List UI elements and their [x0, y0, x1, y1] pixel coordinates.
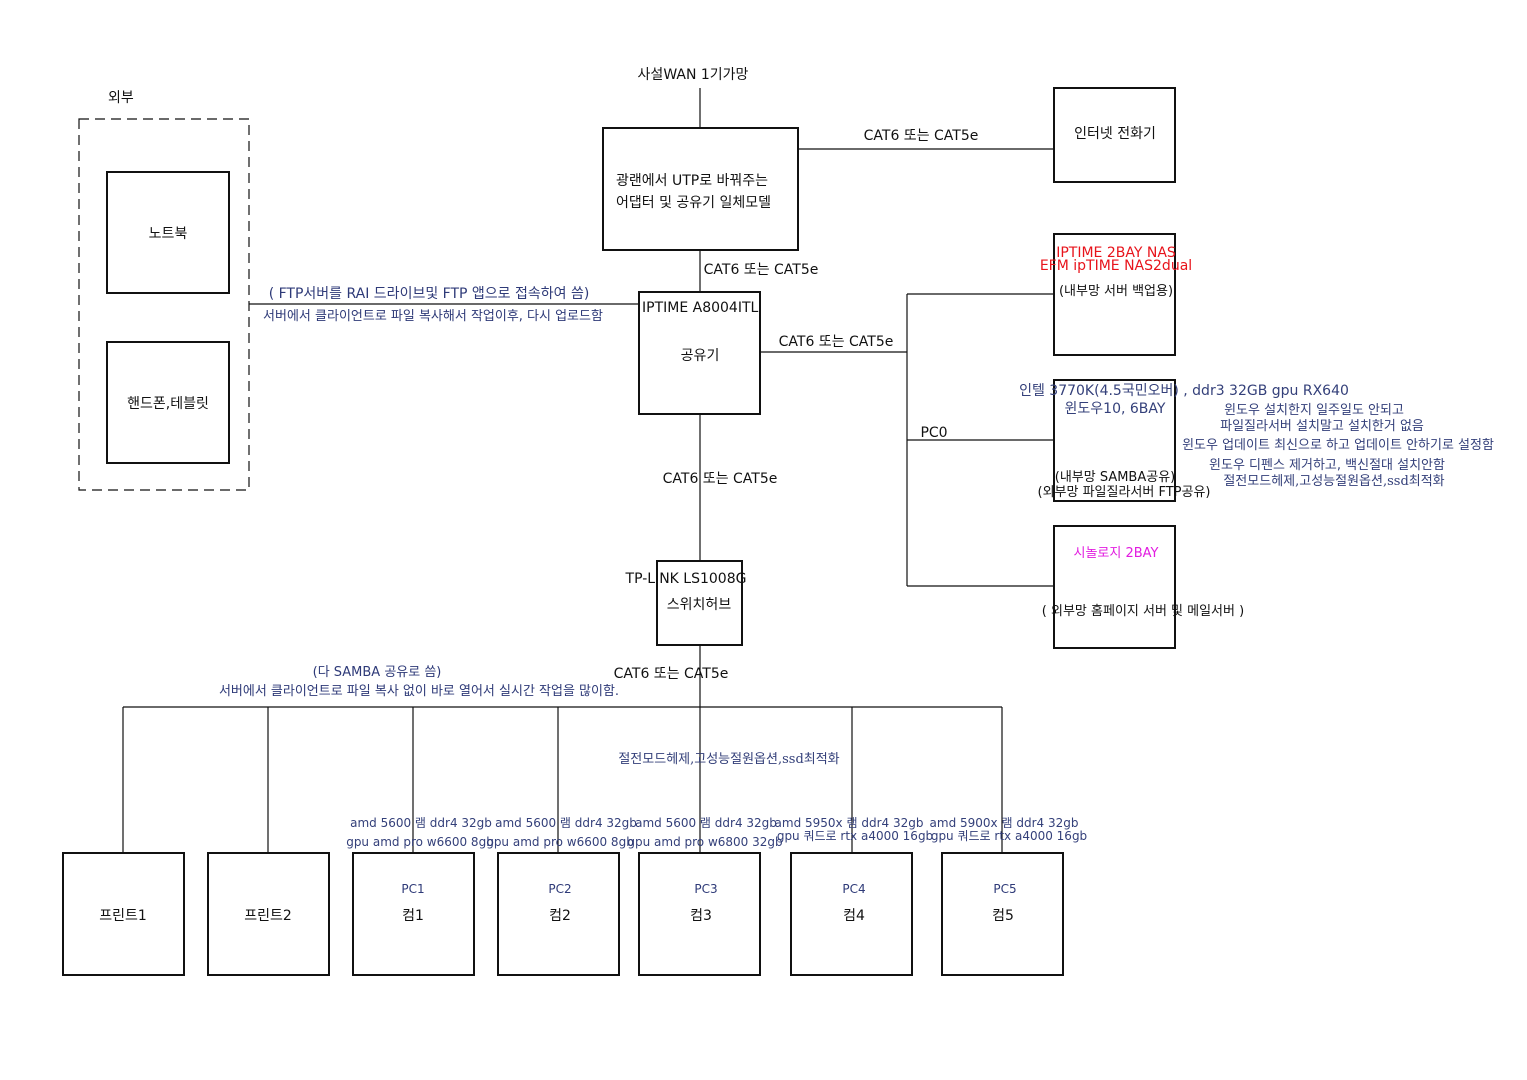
switch-label: 스위치허브: [666, 597, 732, 613]
pc3-spec-2: gpu amd pro w6800 32gb: [627, 835, 783, 849]
pc0-note-1: 윈도우 설치한지 일주일도 안되고: [1224, 403, 1404, 418]
pc1-node[interactable]: PC1 컴1: [352, 852, 475, 976]
pc0-role-1: (내부망 SAMBA공유): [1054, 470, 1176, 485]
printer1-node[interactable]: 프린트1: [62, 852, 185, 976]
pc2-spec-2: gpu amd pro w6600 8gb: [486, 835, 634, 849]
pc5-tag: PC5: [993, 882, 1017, 896]
printer2-label: 프린트2: [244, 908, 292, 924]
pc5-spec-1: amd 5900x 램 ddr4 32gb: [929, 816, 1079, 830]
pc2-tag: PC2: [548, 882, 572, 896]
pc2-node[interactable]: PC2 컴2: [497, 852, 620, 976]
modem-node[interactable]: 광랜에서 UTP로 바꿔주는 어댑터 및 공유기 일체모델: [602, 127, 799, 251]
pc0-note-3: 윈도우 업데이트 최신으로 하고 업데이트 안하기로 설정함: [1182, 438, 1494, 453]
nas1-node[interactable]: IPTIME 2BAY NAS EFM ipTIME NAS2dual (내부망…: [1040, 233, 1192, 356]
laptop-node[interactable]: 노트북: [106, 171, 230, 294]
phone-tablet-label: 핸드폰,테블릿: [127, 396, 209, 412]
router-model: IPTIME A8004ITL: [642, 300, 759, 316]
switch-bus-link-label: CAT6 또는 CAT5e: [613, 666, 729, 682]
pc4-spec-2: gpu 쿼드로 rtx a4000 16gb: [776, 829, 934, 843]
router-right-link-label: CAT6 또는 CAT5e: [778, 334, 894, 350]
internet-phone-label: 인터넷 전화기: [1074, 126, 1156, 142]
internet-phone-node[interactable]: 인터넷 전화기: [1053, 87, 1176, 183]
pc3-spec-1: amd 5600 램 ddr4 32gb: [635, 816, 777, 830]
modem-line-2: 어댑터 및 공유기 일체모델: [616, 195, 772, 211]
nas1-line-2: EFM ipTIME NAS2dual: [1039, 258, 1193, 274]
pc1-spec-1: amd 5600 램 ddr4 32gb: [350, 816, 492, 830]
nas2-node[interactable]: 시놀로지 2BAY ( 외부망 홈페이지 서버 및 메일서버 ): [1042, 525, 1244, 649]
pc0-node[interactable]: [1053, 379, 1176, 502]
external-note-2: 서버에서 클라이언트로 파일 복사해서 작업이후, 다시 업로드함: [263, 309, 603, 324]
nas2-line-2: ( 외부망 홈페이지 서버 및 메일서버 ): [1041, 604, 1245, 619]
wan-label: 사설WAN 1기가망: [637, 67, 749, 83]
printer1-label: 프린트1: [99, 908, 147, 924]
laptop-label: 노트북: [148, 226, 188, 242]
modem-line-1: 광랜에서 UTP로 바꿔주는: [616, 173, 769, 189]
pc4-node[interactable]: PC4 컴4: [790, 852, 913, 976]
pc1-tag: PC1: [401, 882, 425, 896]
lan-note-1: (다 SAMBA 공유로 씀): [312, 665, 442, 680]
external-group-border: [78, 118, 250, 491]
pc4-label: 컴4: [843, 908, 865, 924]
modem-phone-link-label: CAT6 또는 CAT5e: [863, 128, 979, 144]
router-label: 공유기: [680, 348, 720, 364]
router-node[interactable]: IPTIME A8004ITL 공유기: [638, 291, 761, 415]
switch-node[interactable]: TP-LINK LS1008G 스위치허브: [626, 560, 746, 646]
switch-model: TP-LINK LS1008G: [625, 571, 747, 587]
pc0-note-4: 윈도우 디펜스 제거하고, 백신절대 설치안함: [1209, 458, 1445, 473]
pc3-node[interactable]: PC3 컴3: [638, 852, 761, 976]
pc2-label: 컴2: [549, 908, 571, 924]
pc0-spec-1: 인텔 3770K(4.5국민오버) , ddr3 32GB gpu RX640: [1019, 383, 1349, 399]
pc3-label: 컴3: [690, 908, 712, 924]
pc0-power-note: 절전모드헤제,고성능절원옵션,ssd최적화: [1223, 474, 1445, 489]
pc5-label: 컴5: [992, 908, 1014, 924]
router-switch-link-label: CAT6 또는 CAT5e: [662, 471, 778, 487]
pc0-label: PC0: [920, 425, 948, 441]
external-title: 외부: [108, 90, 134, 106]
printer2-node[interactable]: 프린트2: [207, 852, 330, 976]
pc5-node[interactable]: PC5 컴5: [941, 852, 1064, 976]
lan-note-2: 서버에서 클라이언트로 파일 복사 없이 바로 열어서 실시간 작업을 많이함.: [218, 684, 620, 699]
pc1-spec-2: gpu amd pro w6600 8gb: [346, 835, 494, 849]
nas1-line-3: (내부망 서버 백업용): [1058, 284, 1174, 299]
pc0-spec-2: 윈도우10, 6BAY: [1064, 401, 1166, 417]
lan-power-note: 절전모드헤제,고성능절원옵션,ssd최적화: [618, 752, 840, 767]
pc0-note-2: 파일질라서버 설치말고 설치한거 없음: [1220, 419, 1424, 434]
nas1-line-1: IPTIME 2BAY NAS: [1056, 245, 1176, 261]
pc4-tag: PC4: [842, 882, 866, 896]
phone-tablet-node[interactable]: 핸드폰,테블릿: [106, 341, 230, 464]
pc3-tag: PC3: [694, 882, 718, 896]
pc5-spec-2: gpu 쿼드로 rtx a4000 16gb: [930, 829, 1088, 843]
pc1-label: 컴1: [402, 908, 424, 924]
pc4-spec-1: amd 5950x 램 ddr4 32gb: [774, 816, 924, 830]
pc0-role-2: (외부망 파일질라서버 FTP공유): [1037, 485, 1211, 500]
nas2-line-1: 시놀로지 2BAY: [1073, 546, 1159, 561]
external-note-1: ( FTP서버를 RAI 드라이브및 FTP 앱으로 접속하여 씀): [268, 286, 590, 302]
modem-router-link-label: CAT6 또는 CAT5e: [703, 262, 819, 278]
pc2-spec-1: amd 5600 램 ddr4 32gb: [495, 816, 637, 830]
